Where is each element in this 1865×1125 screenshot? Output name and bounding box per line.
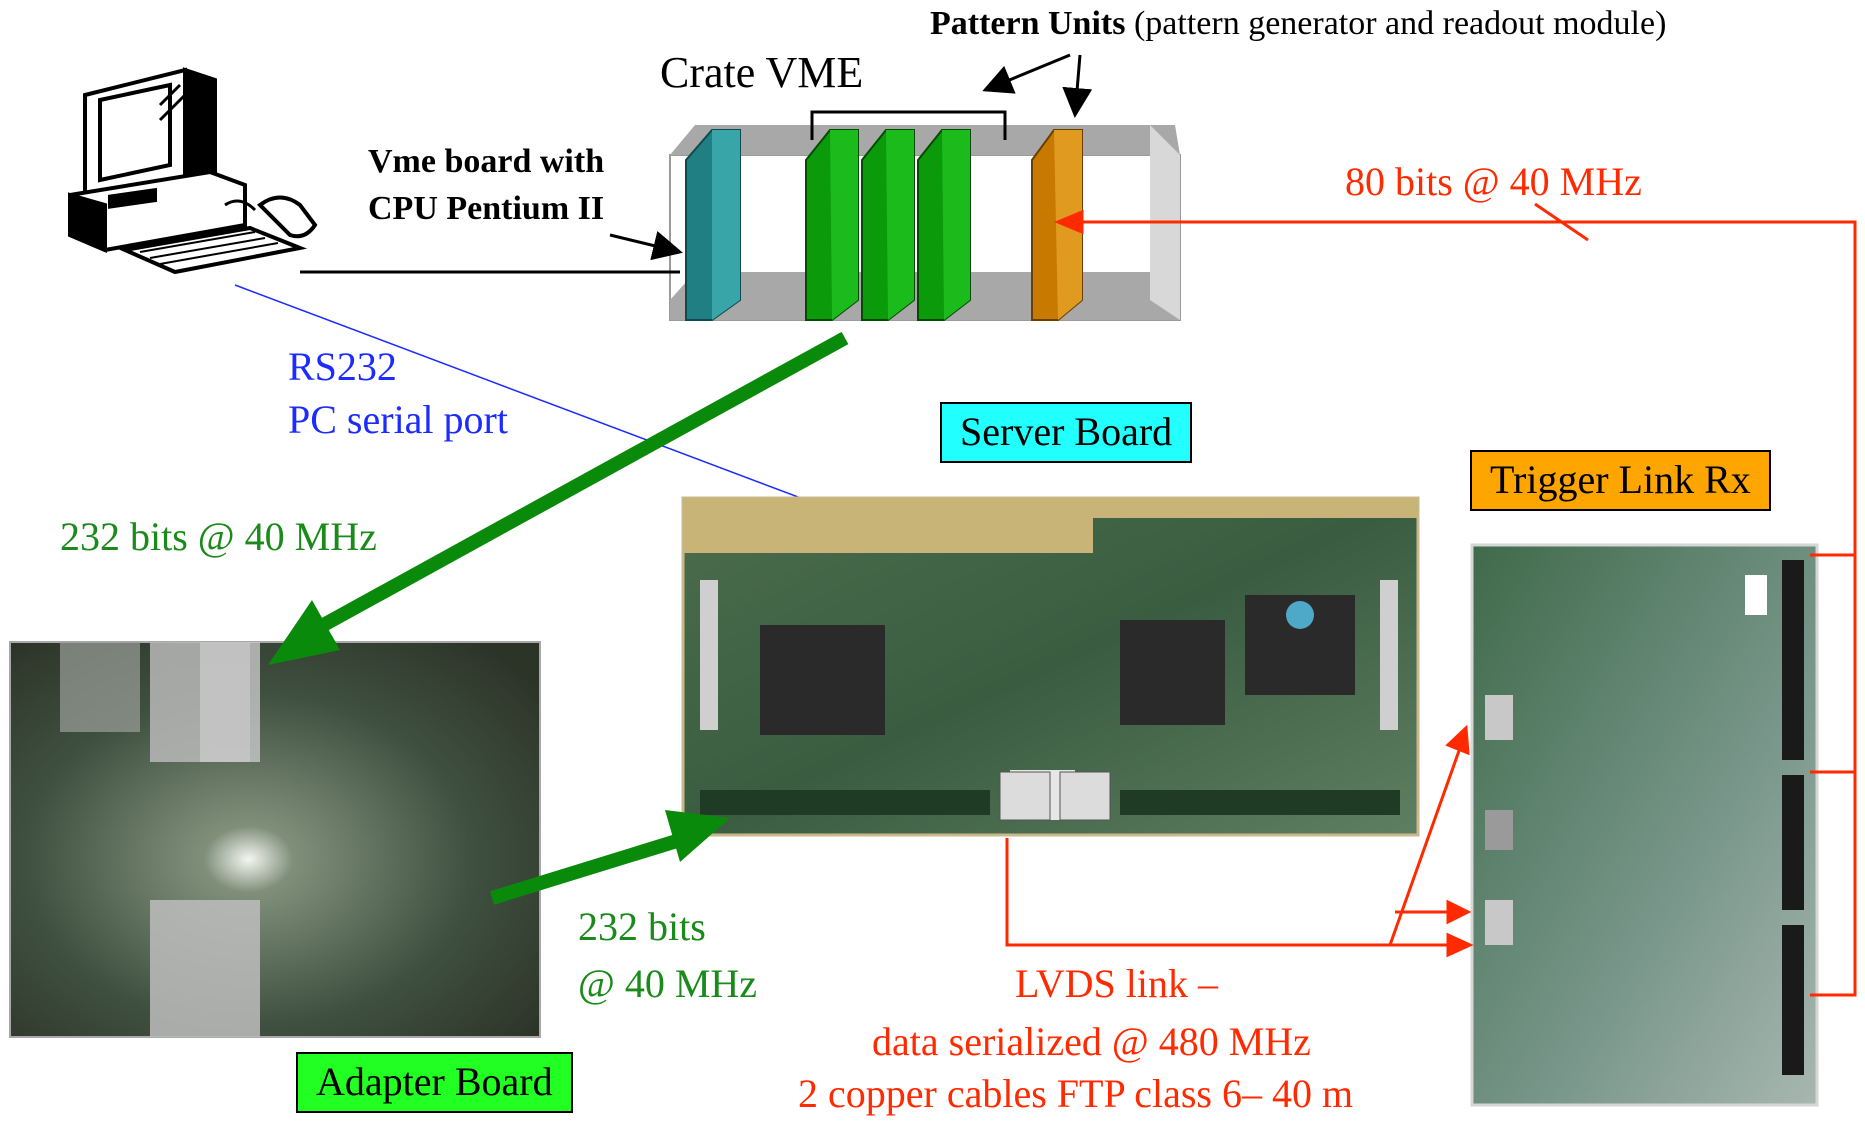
bits-232-top-label: 232 bits @ 40 MHz	[60, 514, 377, 559]
adapter-board-photo	[9, 641, 541, 1038]
server-board-photo	[681, 496, 1420, 837]
desktop-computer-icon	[68, 67, 318, 275]
crate-vme-label: Crate VME	[660, 48, 864, 97]
trigger-link-photo	[1470, 543, 1819, 1107]
red-trigger-bus	[1810, 553, 1857, 997]
pattern-unit-1	[805, 129, 859, 321]
pattern-units-bracket	[810, 110, 1007, 140]
pattern-units-label-bold: Pattern Units	[930, 5, 1126, 42]
pattern-units-pointer-2	[1062, 54, 1093, 118]
green-arrow-adapter-to-server	[489, 810, 730, 905]
rs232-label-line1: RS232	[288, 344, 397, 389]
bits-232-label-line1: 232 bits	[578, 904, 706, 949]
lvds-label-line1: LVDS link –	[1015, 961, 1219, 1006]
rs232-label-line2: PC serial port	[288, 397, 508, 442]
vme-board-label-line2: CPU Pentium II	[368, 190, 605, 227]
rs232-link	[234, 284, 838, 512]
vme-crate-icon	[669, 125, 1181, 321]
bits-232-label-line2: @ 40 MHz	[578, 961, 758, 1006]
bits-80-label: 80 bits @ 40 MHz	[1345, 159, 1642, 204]
vme-board-label-line1: Vme board with	[368, 143, 605, 180]
vme-board-pointer	[609, 231, 683, 261]
pattern-unit-3	[917, 129, 971, 321]
lvds-label-line3: 2 copper cables FTP class 6– 40 m	[798, 1071, 1354, 1116]
red-lvds-link	[1005, 724, 1474, 958]
server-board-label: Server Board	[940, 402, 1193, 463]
green-arrow-crate-to-adapter	[268, 331, 849, 665]
adapter-board-label: Adapter Board	[296, 1052, 573, 1113]
pattern-units-label-rest: (pattern generator and readout module)	[1133, 5, 1667, 42]
lvds-label-line2: data serialized @ 480 MHz	[872, 1019, 1311, 1064]
pattern-unit-2	[861, 129, 915, 321]
red-80bit-link	[1054, 202, 1857, 555]
pattern-units-label: Pattern Units (pattern generator and rea…	[930, 5, 1666, 43]
trigger-link-label: Trigger Link Rx	[1470, 450, 1771, 511]
pattern-units-pointer-1	[982, 53, 1071, 94]
